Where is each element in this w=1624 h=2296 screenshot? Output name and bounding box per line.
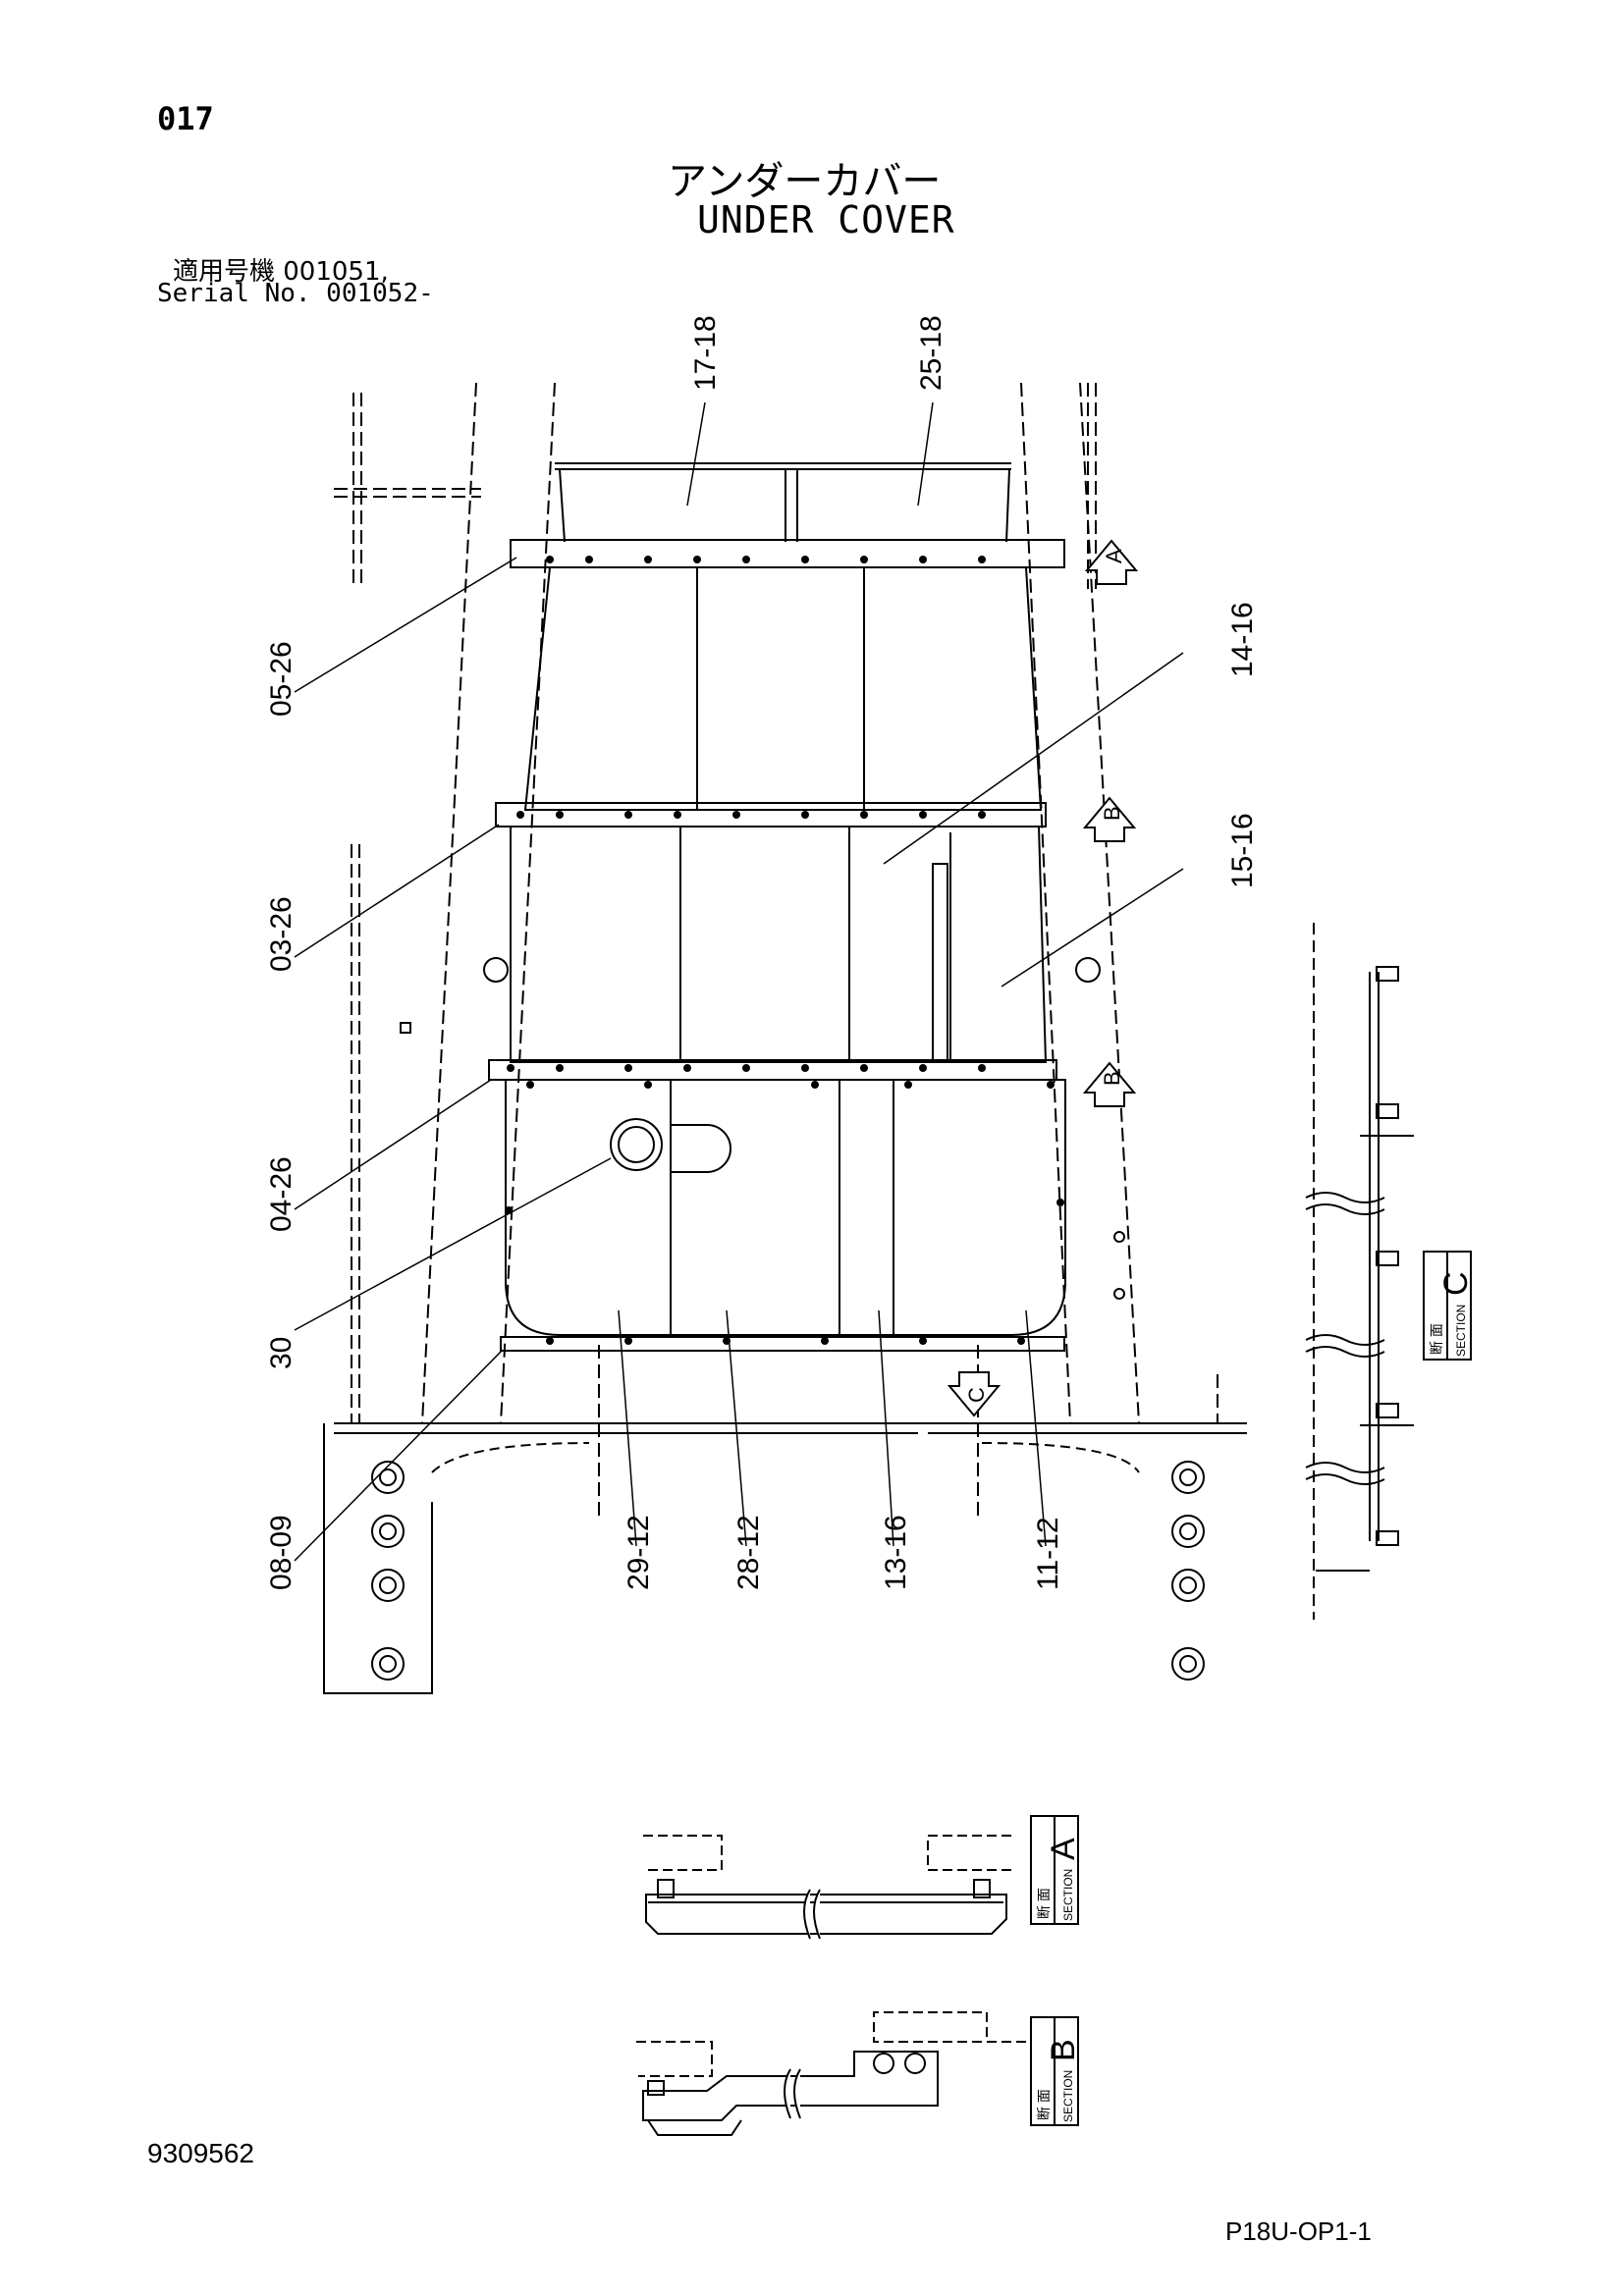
section-c-detail — [1305, 923, 1472, 1620]
callout-14-16: 14-16 — [1226, 602, 1259, 677]
document-number: 9309562 — [147, 2138, 255, 2168]
svg-text:B: B — [1100, 1071, 1124, 1086]
serial-range-japanese: 適用号機 001051, — [173, 257, 389, 287]
sheet-id: P18U-OP1-1 — [1225, 2216, 1372, 2246]
leader-lines — [294, 401, 1184, 1562]
callout-08-09: 08-09 — [265, 1515, 298, 1590]
svg-text:SECTION: SECTION — [1454, 1305, 1468, 1357]
section-b-label: B SECTION 断 面 — [1036, 2039, 1082, 2122]
callout-13-16: 13-16 — [880, 1515, 912, 1590]
svg-text:SECTION: SECTION — [1061, 2070, 1075, 2122]
callout-15-16: 15-16 — [1226, 813, 1259, 888]
base-bolt-circles — [371, 957, 1205, 1681]
cover-plate-rear — [488, 1059, 1066, 1352]
svg-text:断 面: 断 面 — [1429, 1323, 1444, 1355]
section-arrow-b-lower: B — [1082, 1061, 1137, 1107]
svg-text:B: B — [1045, 2039, 1082, 2061]
section-arrows: A B B C — [947, 539, 1139, 1417]
frame-outline — [334, 382, 1218, 1517]
svg-text:A: A — [1102, 549, 1126, 563]
top-cover-panel — [555, 462, 1011, 543]
base-frame — [323, 1422, 1247, 1694]
section-arrow-c: C — [947, 1371, 1001, 1417]
svg-text:B: B — [1100, 806, 1124, 821]
callout-25-18: 25-18 — [915, 315, 947, 391]
page-number: 017 — [157, 100, 214, 137]
section-arrow-a: A — [1084, 539, 1139, 585]
callout-05-26: 05-26 — [265, 641, 298, 717]
svg-text:断 面: 断 面 — [1036, 1888, 1052, 1919]
title-japanese: アンダーカバー — [668, 159, 942, 204]
cover-plate-middle — [495, 802, 1048, 1063]
callout-29-12: 29-12 — [623, 1515, 655, 1590]
bolt-markers — [505, 556, 1064, 1345]
callout-11-12: 11-12 — [1032, 1517, 1064, 1590]
svg-text:A: A — [1045, 1838, 1082, 1860]
callout-17-18: 17-18 — [689, 315, 722, 391]
callout-30: 30 — [265, 1337, 298, 1369]
section-c-label: C SECTION 断 面 — [1429, 1271, 1475, 1357]
section-a-detail — [643, 1815, 1079, 1940]
title-english: UNDER COVER — [697, 198, 955, 241]
callout-04-26: 04-26 — [265, 1156, 298, 1232]
section-arrow-b-upper: B — [1082, 796, 1137, 842]
svg-text:SECTION: SECTION — [1061, 1869, 1075, 1921]
callout-28-12: 28-12 — [732, 1515, 765, 1590]
section-a-label: A SECTION 断 面 — [1036, 1838, 1082, 1921]
svg-text:C: C — [964, 1387, 989, 1403]
serial-range-english: Serial No. 001052- — [157, 279, 434, 308]
section-b-detail — [636, 2011, 1079, 2136]
callout-03-26: 03-26 — [265, 896, 298, 972]
svg-text:C: C — [1437, 1271, 1475, 1296]
svg-text:断 面: 断 面 — [1036, 2089, 1052, 2120]
callout-labels: 17-18 25-18 05-26 14-16 03-26 15-16 04-2… — [265, 315, 1259, 1590]
cover-plate-front — [510, 539, 1065, 811]
